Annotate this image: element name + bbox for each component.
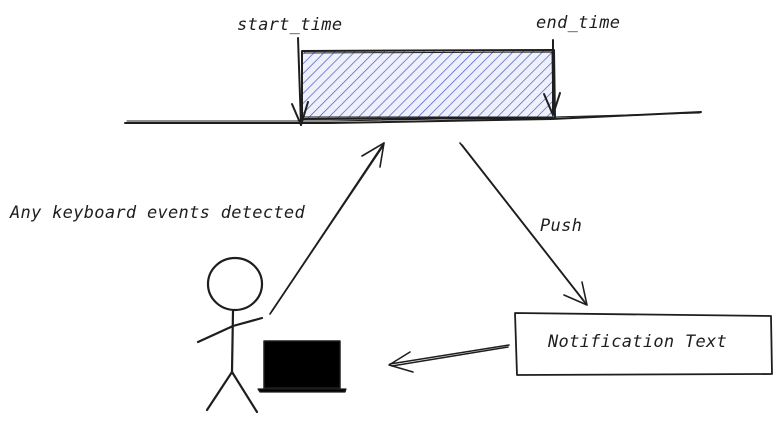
notification-box — [514, 312, 773, 376]
start-time-arrow — [291, 37, 309, 126]
end-time-label: end_time — [536, 13, 621, 33]
notify-user-arrow — [388, 344, 510, 373]
laptop-icon — [257, 340, 347, 393]
push-label: Push — [540, 216, 583, 236]
keyboard-event-arrow — [269, 142, 385, 315]
stick-figure-user-icon — [196, 256, 264, 414]
time-window-rect — [301, 49, 556, 120]
end-time-arrow — [543, 39, 561, 116]
push-arrow — [459, 142, 588, 306]
keyboard-events-label: Any keyboard events detected — [10, 203, 305, 223]
notification-text-label: Notification Text — [548, 332, 728, 352]
start-time-label: start_time — [237, 15, 343, 35]
